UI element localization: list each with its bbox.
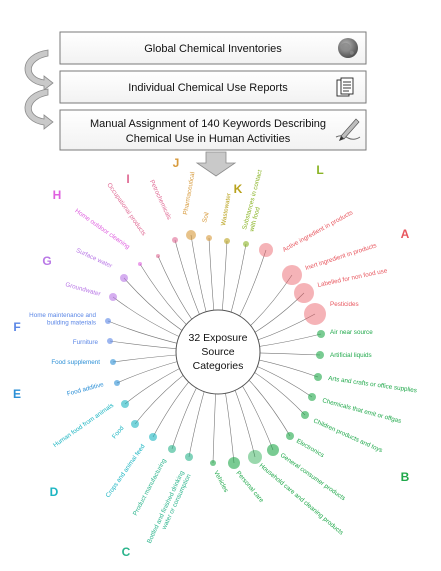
dot-pesticides bbox=[304, 303, 326, 325]
group-letters: A B C D E F G H I J K L bbox=[13, 156, 410, 559]
dot-surface-water bbox=[120, 274, 128, 282]
dot-electronics bbox=[286, 432, 294, 440]
dot-food bbox=[131, 420, 139, 428]
step-2-label: Individual Chemical Use Reports bbox=[128, 82, 288, 94]
process-step-2: Individual Chemical Use Reports bbox=[59, 70, 367, 104]
dot-soil bbox=[206, 235, 212, 241]
hub: 32 Exposure Source Categories bbox=[175, 309, 261, 395]
group-letter-d: D bbox=[50, 485, 59, 499]
dot-home-outdoor-cleaning bbox=[138, 262, 142, 266]
step-3-line-2: Chemical Use in Human Activities bbox=[126, 133, 291, 145]
label-food: Food bbox=[111, 424, 126, 440]
group-letter-b: B bbox=[401, 470, 410, 484]
connector-arrow-1 bbox=[24, 49, 54, 91]
dot-air-near-source bbox=[317, 330, 325, 338]
label-human-food-from-animals: Human food from animals bbox=[52, 402, 115, 449]
connector-arrow-2 bbox=[24, 88, 54, 130]
group-letter-e: E bbox=[13, 387, 21, 401]
dot-food-additive bbox=[114, 380, 120, 386]
group-letter-f: F bbox=[13, 320, 20, 334]
dot-crops-and-animal-feed bbox=[149, 433, 157, 441]
label-artificial-liquids: Artificial liquids bbox=[330, 352, 372, 359]
label-general-consumer-products: General consumer products bbox=[279, 452, 347, 502]
label-soil: Soil bbox=[201, 212, 210, 224]
label-food-additive: Food additive bbox=[66, 381, 105, 398]
dot-vehicles bbox=[210, 460, 216, 466]
label-personal-care: Personal care bbox=[234, 470, 265, 505]
group-letter-k: K bbox=[234, 182, 243, 196]
group-letter-c: C bbox=[122, 545, 131, 559]
dot-occupational-products bbox=[156, 254, 160, 258]
group-letter-j: J bbox=[173, 156, 180, 170]
globe-icon bbox=[338, 38, 358, 58]
dot-chemicals-that-emit-or-offgas bbox=[308, 393, 316, 401]
label-petrochemicals: Petrochemicals bbox=[148, 179, 173, 221]
document-icon bbox=[336, 77, 354, 97]
dot-groundwater bbox=[109, 293, 117, 301]
down-arrow bbox=[195, 151, 237, 177]
hub-line-3: Categories bbox=[193, 360, 244, 372]
group-letter-i: I bbox=[126, 172, 129, 186]
dot-petrochemicals bbox=[172, 237, 178, 243]
label-substances-in-contact-with-food: Substances in contactwith food bbox=[241, 169, 271, 233]
label-wastewater: Wastewater bbox=[220, 193, 233, 227]
dot-product-manufacturing bbox=[168, 445, 176, 453]
dot-home-maintenance-and-building-materials bbox=[105, 318, 111, 324]
label-pesticides: Pesticides bbox=[330, 301, 359, 308]
hub-line-2: Source bbox=[201, 346, 234, 358]
group-letter-l: L bbox=[316, 163, 323, 177]
dot-children-products-and-toys bbox=[301, 411, 309, 419]
category-dots bbox=[105, 230, 326, 469]
dot-arts-and-crafts-or-office-supplies bbox=[314, 373, 322, 381]
label-furniture: Furniture bbox=[73, 339, 99, 346]
process-step-1: Global Chemical Inventories bbox=[59, 31, 367, 65]
group-letter-a: A bbox=[401, 227, 410, 241]
label-chemicals-that-emit-or-offgas: Chemicals that emit or offgas bbox=[321, 397, 401, 425]
label-inert-ingredient-in-products: Inert ingredient in products bbox=[304, 242, 377, 272]
label-surface-water: Surface water bbox=[75, 247, 113, 270]
group-letter-h: H bbox=[53, 188, 62, 202]
label-pharmaceutical: Pharmaceutical bbox=[182, 171, 196, 215]
dot-wastewater bbox=[224, 238, 230, 244]
step-1-label: Global Chemical Inventories bbox=[144, 43, 282, 55]
label-groundwater: Groundwater bbox=[64, 281, 101, 298]
dot-household-care-and-cleaning-products bbox=[248, 450, 262, 464]
dot-pharmaceutical bbox=[186, 230, 196, 240]
dot-furniture bbox=[107, 338, 113, 344]
label-crops-and-animal-feed: Crops and animal feed bbox=[105, 443, 147, 499]
label-children-products-and-toys: Children products and toys bbox=[312, 417, 383, 454]
dot-labelled-for-non-food-use bbox=[294, 283, 314, 303]
label-electronics: Electronics bbox=[295, 438, 325, 459]
dot-bottled-and-finished-drinking-water-or-consumption bbox=[185, 453, 193, 461]
dot-active-ingredient-in-products bbox=[259, 243, 273, 257]
pen-writing-icon bbox=[335, 118, 361, 141]
dot-general-consumer-products bbox=[267, 444, 279, 456]
group-letter-g: G bbox=[42, 254, 51, 268]
step-3-line-1: Manual Assignment of 140 Keywords Descri… bbox=[90, 118, 326, 130]
label-vehicles: Vehicles bbox=[212, 470, 229, 494]
hub-line-1: 32 Exposure bbox=[189, 332, 248, 344]
dot-personal-care bbox=[228, 457, 240, 469]
process-step-3: Manual Assignment of 140 Keywords Descri… bbox=[59, 109, 367, 151]
label-arts-and-crafts-or-office-supplies: Arts and crafts or office supplies bbox=[328, 375, 418, 394]
label-household-care-and-cleaning-products: Household care and cleaning products bbox=[258, 462, 345, 536]
dot-substances-in-contact-with-food bbox=[243, 241, 249, 247]
label-food-supplement: Food supplement bbox=[51, 359, 100, 366]
label-air-near-source: Air near source bbox=[330, 329, 373, 336]
dot-artificial-liquids bbox=[316, 351, 324, 359]
label-active-ingredient-in-products: Active ingredient in products bbox=[282, 209, 355, 253]
label-occupational-products: Occupational products bbox=[105, 182, 147, 237]
label-home-outdoor-cleaning: Home outdoor cleaning bbox=[74, 208, 132, 251]
label-labelled-for-non-food-use: Labelled for non food use bbox=[317, 267, 388, 289]
dot-food-supplement bbox=[110, 359, 116, 365]
dot-inert-ingredient-in-products bbox=[282, 265, 302, 285]
dot-human-food-from-animals bbox=[121, 400, 129, 408]
